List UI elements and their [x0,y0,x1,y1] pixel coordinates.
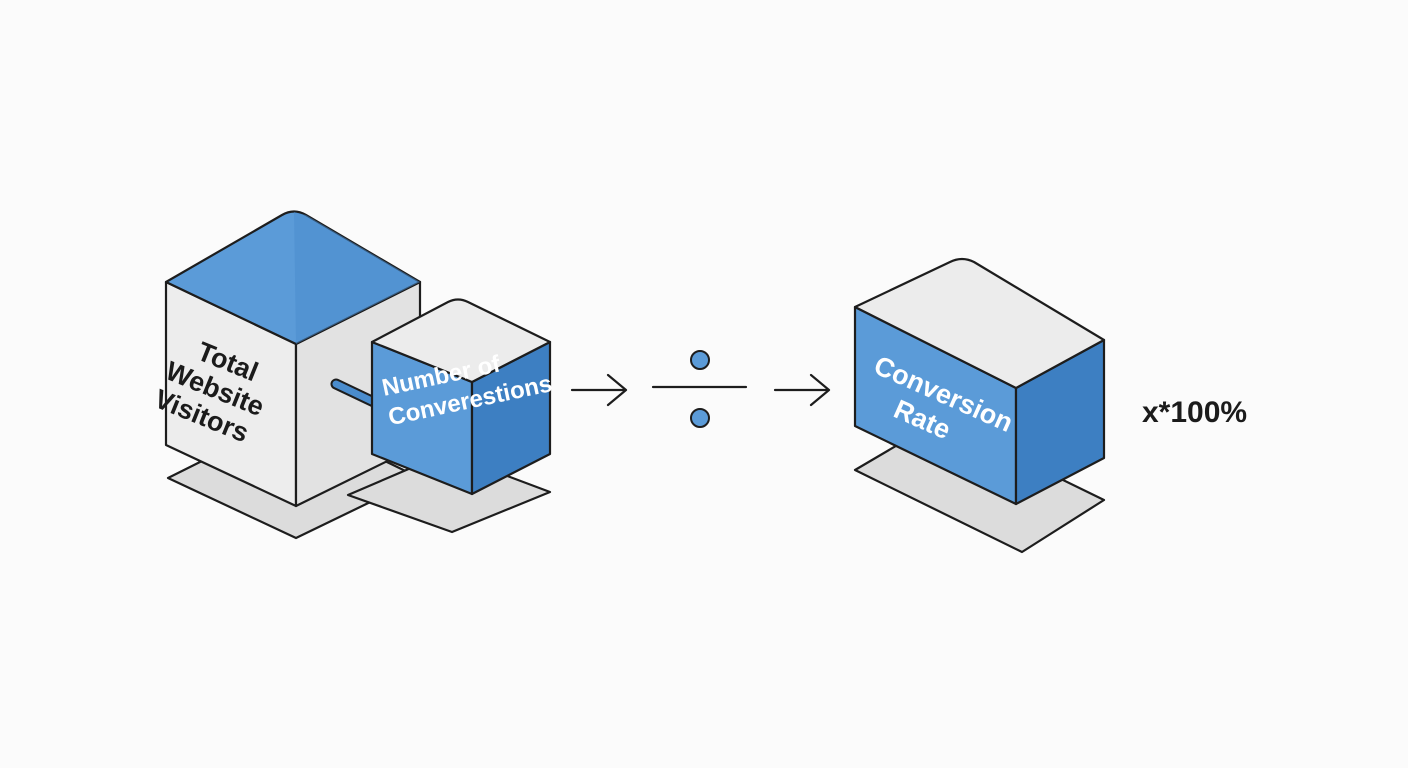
conversions-block: Number of Converestions [346,298,555,534]
rate-top-face [853,257,1106,390]
visitors-top-right [294,212,420,344]
divide-icon [651,350,748,428]
arrow-2 [773,373,831,407]
rate-block: Conversion Rate [853,257,1106,554]
multiplier-label: x*100% [1142,396,1247,429]
conversions-top-face [370,298,552,384]
arrow-1 [570,373,628,407]
